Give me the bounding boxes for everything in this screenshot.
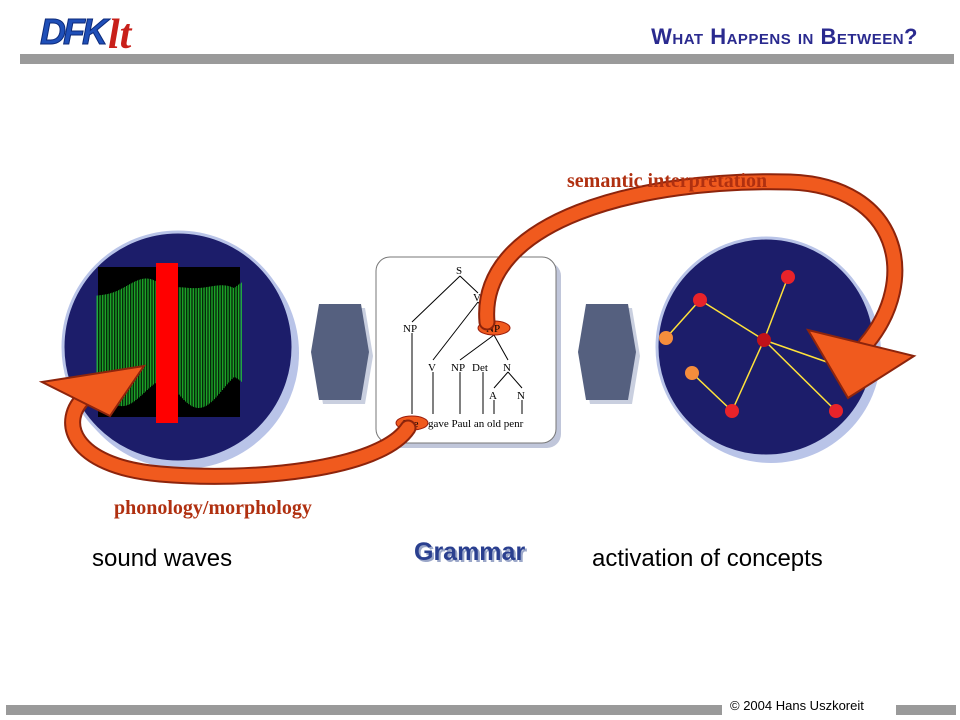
- tree-label-s: S: [456, 265, 462, 277]
- svg-text:DFK: DFK: [40, 11, 111, 52]
- tree-label-n-top: N: [503, 362, 511, 374]
- waveform-cursor: [156, 263, 178, 423]
- label-phonology-morphology: phonology/morphology: [114, 497, 312, 519]
- tree-label-np-mid: NP: [451, 362, 465, 374]
- svg-text:lt: lt: [108, 12, 133, 52]
- dfki-logo: DFK lt: [40, 11, 133, 53]
- right-double-arrow: [578, 304, 640, 404]
- tree-label-n-bottom: N: [517, 390, 525, 402]
- semantic-interpretation-arrow: [478, 173, 917, 400]
- page-title: What Happens in Between?: [651, 24, 918, 49]
- label-activation-of-concepts: activation of concepts: [592, 545, 823, 572]
- left-double-arrow: [311, 304, 373, 404]
- concept-circle: [655, 236, 881, 463]
- sound-wave-circle: [61, 230, 299, 469]
- footer-rule-right: [896, 705, 956, 715]
- footer-rule-left: [6, 705, 722, 715]
- tree-label-a: A: [489, 390, 497, 402]
- label-semantic-interpretation: semantic interpretation: [567, 170, 768, 192]
- header-rule: [20, 54, 954, 64]
- tree-label-np-left: NP: [403, 323, 417, 335]
- phonology-morphology-arrow: [38, 364, 417, 485]
- concept-edges: [665, 276, 845, 412]
- parse-tree-box: S VP NP NP V NP Det N A N Sue gave Paul …: [375, 256, 561, 448]
- label-grammar: Grammar: [414, 538, 526, 566]
- tree-label-det: Det: [472, 362, 488, 374]
- label-sound-waves: sound waves: [92, 545, 233, 572]
- copyright: © 2004 Hans Uszkoreit: [730, 698, 864, 713]
- tree-label-v: V: [428, 362, 436, 374]
- tree-words: gave Paul an old penr: [428, 418, 524, 430]
- tree-branches: [411, 275, 523, 414]
